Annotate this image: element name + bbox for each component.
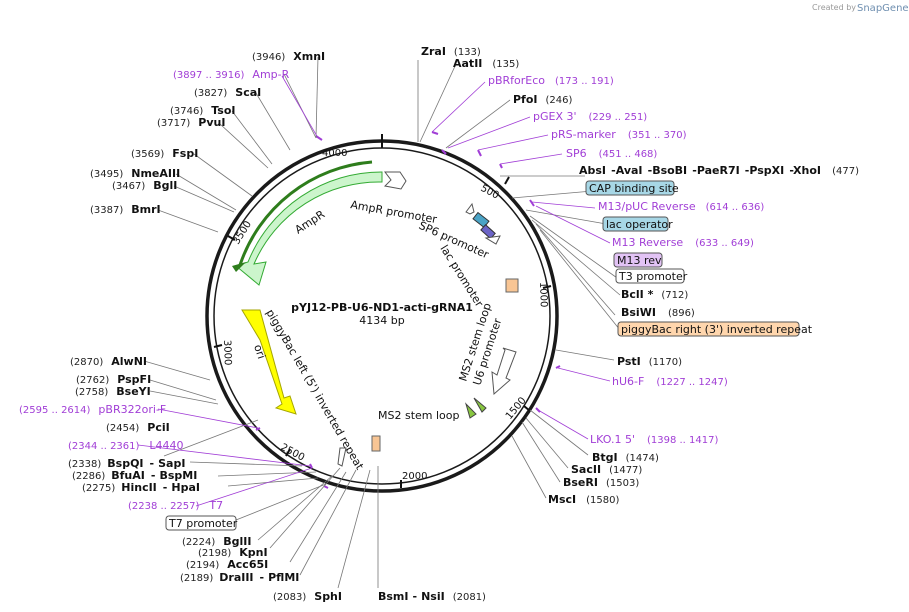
ampr-label: AmpR bbox=[293, 208, 328, 237]
enzyme-bgli[interactable]: (3467)BglI bbox=[112, 179, 177, 192]
enzyme-alwni[interactable]: (2870)AlwNI bbox=[70, 355, 147, 368]
piggybac-right-box[interactable]: piggyBac right (3') inverted repeat bbox=[617, 321, 813, 337]
piggybac-left-feature[interactable] bbox=[371, 435, 381, 452]
enzyme-tsoi[interactable]: (3746)TsoI bbox=[170, 104, 236, 117]
enzyme-kpni[interactable]: (2198)KpnI bbox=[198, 546, 268, 559]
enzyme-sphi[interactable]: (2083)SphI bbox=[273, 590, 342, 603]
primer-leader-lines bbox=[137, 75, 611, 507]
t7-promoter-text: T7 promoter bbox=[168, 517, 238, 530]
enzyme-hincii-group[interactable]: (2275)HincII-HpaI bbox=[82, 481, 200, 494]
u6-promoter-arrow[interactable] bbox=[491, 347, 517, 396]
tick-label-3000: 3000 bbox=[221, 340, 233, 366]
cap-binding-site-mark[interactable] bbox=[472, 211, 490, 229]
t7-promoter-arrow[interactable] bbox=[337, 447, 347, 467]
m13-rev-box[interactable]: M13 rev bbox=[613, 252, 663, 268]
ori-label: ori bbox=[251, 343, 268, 361]
ori-feature-arrow[interactable] bbox=[241, 309, 297, 415]
enzyme-scai[interactable]: (3827)ScaI bbox=[194, 86, 261, 99]
primer-pbr322ori-f[interactable]: (2595 .. 2614)pBR322ori-F bbox=[19, 403, 166, 416]
lac-operator-text: lac operator bbox=[606, 218, 673, 231]
t3-promoter-box[interactable]: T3 promoter bbox=[615, 268, 688, 284]
primer-pgex3[interactable]: pGEX 3'(229 .. 251) bbox=[533, 110, 647, 123]
enzyme-xmni[interactable]: (3946)XmnI bbox=[252, 50, 325, 63]
enzyme-draiii-group[interactable]: (2189)DraIII-PflMI bbox=[180, 571, 299, 584]
primer-m13-reverse[interactable]: M13 Reverse(633 .. 649) bbox=[612, 236, 754, 249]
enzyme-leader-lines bbox=[143, 56, 621, 589]
enzyme-pfoi[interactable]: PfoI(246) bbox=[513, 93, 572, 106]
enzyme-xhoi-group[interactable]: AbsI -AvaI -BsoBI -PaeR7I -PspXI -XhoI (… bbox=[579, 159, 859, 178]
enzyme-nmeaiii[interactable]: (3495)NmeAIII bbox=[90, 167, 180, 180]
m13-rev-text: M13 rev bbox=[617, 254, 662, 267]
enzyme-btgi[interactable]: BtgI(1474) bbox=[592, 451, 659, 464]
t3-promoter-text: T3 promoter bbox=[618, 270, 688, 283]
lac-operator-mark[interactable] bbox=[480, 224, 496, 240]
enzyme-pspfi[interactable]: (2762)PspFI bbox=[76, 373, 151, 386]
enzyme-bspqi-group[interactable]: (2338)BspQI-SapI bbox=[68, 457, 185, 470]
enzyme-bglii[interactable]: (2224)BglII bbox=[182, 535, 251, 548]
enzyme-zrai[interactable]: ZraI(133) bbox=[421, 45, 481, 58]
piggybac-right-feature[interactable] bbox=[505, 278, 519, 293]
enzyme-bseri[interactable]: BseRI(1503) bbox=[563, 476, 639, 489]
enzyme-fspi[interactable]: (3569)FspI bbox=[131, 147, 198, 160]
enzyme-bseyi[interactable]: (2758)BseYI bbox=[75, 385, 151, 398]
enzyme-nsii-group[interactable]: BsmI-NsiI(2081) bbox=[378, 590, 486, 603]
lac-promoter-arrow[interactable] bbox=[484, 235, 501, 245]
primer-lko1-5[interactable]: LKO.1 5'(1398 .. 1417) bbox=[590, 433, 718, 446]
ampr-promoter-arrow[interactable] bbox=[383, 171, 407, 190]
primer-t7[interactable]: (2238 .. 2257)T7 bbox=[128, 499, 223, 512]
ampr-feature-arrow[interactable] bbox=[234, 171, 383, 286]
primer-m13-puc-reverse[interactable]: M13/pUC Reverse(614 .. 636) bbox=[598, 200, 764, 213]
t7-promoter-box[interactable]: T7 promoter bbox=[165, 515, 238, 531]
enzyme-msci[interactable]: MscI(1580) bbox=[548, 493, 619, 506]
ampr-thick-arc bbox=[238, 160, 373, 266]
sp6-promoter-arrow[interactable] bbox=[465, 202, 475, 215]
ms2-stem-loop-label-2: MS2 stem loop bbox=[378, 409, 460, 422]
lac-operator-box[interactable]: lac operator bbox=[602, 216, 673, 232]
enzyme-bmri[interactable]: (3387)BmrI bbox=[90, 203, 161, 216]
piggybac-right-text: piggyBac right (3') inverted repeat bbox=[621, 323, 813, 336]
scale-ticks bbox=[213, 134, 552, 488]
ms2-stem-loop-mark-1[interactable] bbox=[473, 397, 487, 413]
tick-label-1000: 1000 bbox=[537, 282, 549, 308]
created-by-text: Created by bbox=[812, 3, 856, 12]
enzyme-sacii[interactable]: SacII(1477) bbox=[571, 463, 642, 476]
plasmid-size: 4134 bp bbox=[359, 314, 404, 327]
primer-pbrforeco[interactable]: pBRforEco(173 .. 191) bbox=[488, 74, 614, 87]
enzyme-psti[interactable]: PstI(1170) bbox=[617, 355, 682, 368]
enzyme-bcli[interactable]: BclI *(712) bbox=[621, 288, 688, 301]
cap-binding-site-text: CAP binding site bbox=[589, 182, 679, 195]
enzyme-bsiwi[interactable]: BsiWI(896) bbox=[621, 306, 695, 319]
primer-hu6-f[interactable]: hU6-F(1227 .. 1247) bbox=[612, 375, 728, 388]
tick-label-2000: 2000 bbox=[402, 471, 427, 482]
snapgene-logo: SnapGene bbox=[857, 3, 909, 14]
tick-label-4000: 4000 bbox=[322, 148, 347, 159]
enzyme-acc65i[interactable]: (2194)Acc65I bbox=[186, 558, 268, 571]
ampr-thick-arrowhead bbox=[232, 262, 246, 272]
enzyme-bfuai-group[interactable]: (2286)BfuAI-BspMI bbox=[72, 469, 197, 482]
enzyme-pvui[interactable]: (3717)PvuI bbox=[157, 116, 225, 129]
plasmid-name: pYJ12-PB-U6-ND1-acti-gRNA1 bbox=[291, 301, 473, 314]
ms2-stem-loop-mark-2[interactable] bbox=[464, 402, 477, 419]
primer-prs-marker[interactable]: pRS-marker(351 .. 370) bbox=[551, 128, 687, 141]
primer-l4440[interactable]: (2344 .. 2361)L4440 bbox=[68, 439, 184, 452]
cap-binding-site-box[interactable]: CAP binding site bbox=[585, 180, 679, 196]
enzyme-aatii[interactable]: AatII(135) bbox=[453, 57, 519, 70]
enzyme-pcii[interactable]: (2454)PciI bbox=[106, 421, 170, 434]
primer-sp6[interactable]: SP6(451 .. 468) bbox=[566, 147, 657, 160]
primer-amp-r[interactable]: (3897 .. 3916)Amp-R bbox=[173, 68, 290, 81]
